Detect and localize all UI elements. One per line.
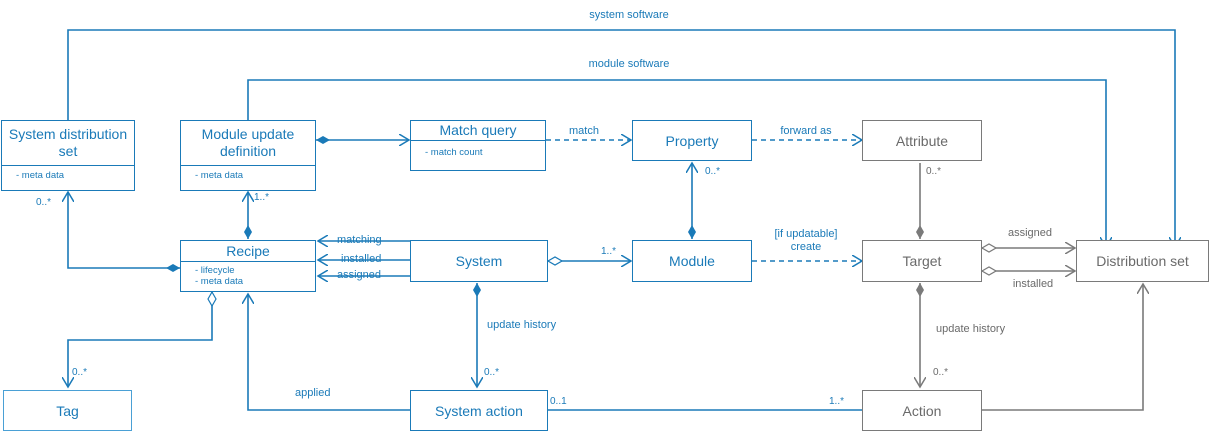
attribute-meta-data: - meta data — [2, 165, 134, 181]
class-title: Property — [665, 132, 719, 149]
edge-action-distset — [982, 284, 1143, 411]
class-title: Attribute — [895, 132, 949, 149]
multiplicity-action: 0..* — [933, 367, 949, 378]
class-title: Recipe — [226, 242, 270, 259]
attribute-match-count: - match count — [411, 140, 545, 158]
class-module-update-definition[interactable]: Module update definition - meta data — [180, 120, 316, 191]
edge-applied — [248, 294, 410, 411]
multiplicity-property: 0..* — [705, 166, 721, 177]
class-title: Distribution set — [1096, 253, 1189, 269]
label-assigned: assigned — [337, 269, 382, 281]
class-distribution-set[interactable]: Distribution set — [1076, 240, 1209, 282]
label-match: match — [569, 125, 599, 137]
class-system-distribution-set[interactable]: System distribution set - meta data — [1, 120, 135, 191]
label-applied: applied — [295, 387, 331, 399]
class-title: Tag — [56, 402, 79, 419]
attribute-meta-data: - meta data — [181, 165, 315, 181]
multiplicity-attribute: 0..* — [926, 166, 942, 177]
class-property[interactable]: Property — [632, 120, 752, 161]
class-title: Match query — [439, 122, 517, 138]
class-title: System action — [435, 402, 523, 419]
class-system[interactable]: System — [410, 240, 548, 282]
attribute-meta-data: - meta data — [195, 276, 244, 287]
label-forward-as: forward as — [780, 125, 832, 137]
label-matching: matching — [337, 234, 382, 246]
class-attribute[interactable]: Attribute — [862, 120, 982, 161]
label-update-history-target: update history — [936, 323, 1006, 335]
multiplicity-mud: 1..* — [254, 192, 270, 203]
class-title: System distribution set — [8, 126, 128, 159]
multiplicity-module: 1..* — [601, 246, 617, 257]
multiplicity-tag: 0..* — [72, 367, 88, 378]
label-system-software: system software — [589, 9, 669, 21]
edge-module-software — [247, 79, 1106, 247]
class-title: Target — [902, 253, 942, 269]
label-create: create — [790, 241, 822, 253]
edge-recipe-tag — [68, 292, 212, 387]
class-title: Action — [902, 402, 942, 419]
class-tag[interactable]: Tag — [3, 390, 132, 431]
class-system-action[interactable]: System action — [410, 390, 548, 431]
class-title: System — [455, 253, 503, 269]
label-module-software: module software — [588, 58, 670, 70]
class-action[interactable]: Action — [862, 390, 982, 431]
multiplicity-sds: 0..* — [36, 197, 52, 208]
attribute-lifecycle: - lifecycle — [195, 265, 235, 276]
edge-system-software — [67, 29, 1175, 247]
edge-recipe-sds — [68, 192, 180, 268]
multiplicity-sysaction-left: 0..1 — [550, 396, 567, 407]
label-if-updatable: [if updatable] — [774, 228, 838, 240]
class-recipe[interactable]: Recipe - lifecycle - meta data — [180, 240, 316, 292]
class-match-query[interactable]: Match query - match count — [410, 120, 546, 171]
class-target[interactable]: Target — [862, 240, 982, 282]
multiplicity-system-action: 0..* — [484, 367, 500, 378]
class-title: Module — [669, 253, 715, 269]
multiplicity-sysaction-right: 1..* — [829, 396, 845, 407]
label-installed-target: installed — [1012, 278, 1054, 290]
class-module[interactable]: Module — [632, 240, 752, 282]
class-title: Module update definition — [201, 126, 295, 159]
label-update-history-system: update history — [487, 319, 557, 331]
label-assigned-target: assigned — [1007, 227, 1053, 239]
label-installed: installed — [341, 253, 382, 265]
